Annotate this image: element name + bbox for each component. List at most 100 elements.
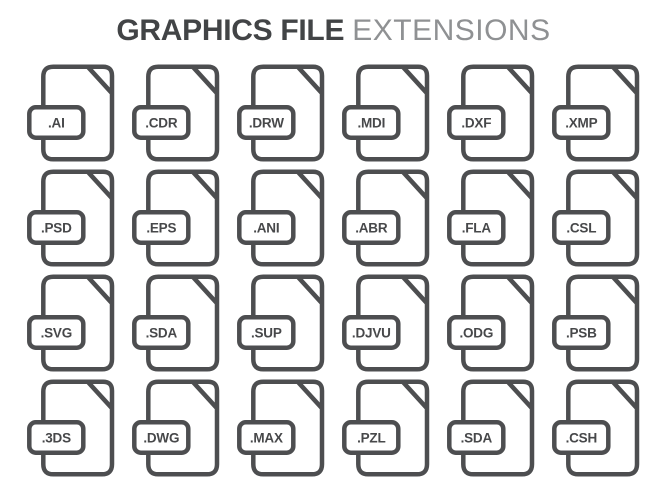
page-title: GRAPHICS FILE EXTENSIONS (0, 14, 667, 48)
extension-label: .SDA (461, 431, 493, 446)
folded-page-outline (356, 169, 430, 267)
folded-page-outline (251, 169, 325, 267)
folded-page-outline (251, 64, 325, 162)
folded-page-outline (566, 169, 640, 267)
file-document-icon: .DRW (237, 64, 325, 162)
extension-tag (237, 210, 296, 245)
extension-tag (237, 105, 296, 140)
folded-page-outline (41, 379, 115, 477)
title-light-segment: EXTENSIONS (352, 14, 551, 47)
file-icon-cell: .DWG (131, 375, 236, 480)
file-icon-cell: .SUP (236, 270, 341, 375)
file-icon-cell: .MAX (236, 375, 341, 480)
file-document-icon: .AI (27, 64, 115, 162)
extension-tag (132, 210, 191, 245)
folded-page-outline (251, 379, 325, 477)
extension-tag (132, 105, 191, 140)
extension-tag (342, 105, 401, 140)
extension-label: .ABR (355, 221, 388, 236)
extension-label: .MAX (250, 431, 283, 446)
extension-tag (552, 210, 611, 245)
file-document-icon: .SDA (132, 274, 220, 372)
file-document-icon: .DXF (447, 64, 535, 162)
file-document-icon: .ABR (342, 169, 430, 267)
file-icon-cell: .DXF (446, 60, 551, 165)
extension-label: .ANI (253, 221, 279, 236)
file-icon-cell: .MDI (341, 60, 446, 165)
extension-tag (342, 420, 401, 455)
extension-tag (552, 105, 611, 140)
extension-label: .PSB (566, 326, 597, 341)
extension-label: .SVG (41, 326, 72, 341)
folded-page-outline (356, 64, 430, 162)
file-document-icon: .SUP (237, 274, 325, 372)
folded-page-outline (461, 274, 535, 372)
extension-label: .MDI (357, 116, 385, 131)
extension-label: .3DS (42, 431, 71, 446)
file-document-icon: .XMP (552, 64, 640, 162)
extension-label: .DRW (249, 116, 284, 131)
file-icon-cell: .EPS (131, 165, 236, 270)
extension-tag (342, 210, 401, 245)
folded-page-outline (566, 274, 640, 372)
file-icon-cell: .SVG (26, 270, 131, 375)
file-icon-cell: .AI (26, 60, 131, 165)
extension-label: .CDR (145, 116, 178, 131)
extension-label: .PSD (41, 221, 72, 236)
folded-page-outline (41, 169, 115, 267)
extension-label: .SDA (146, 326, 178, 341)
file-icon-cell: .PZL (341, 375, 446, 480)
folded-page-outline (566, 64, 640, 162)
extension-label: .AI (48, 116, 65, 131)
extension-tag (342, 315, 401, 350)
file-icon-cell: .DRW (236, 60, 341, 165)
file-document-icon: .ANI (237, 169, 325, 267)
extension-tag (552, 315, 611, 350)
folded-page-outline (251, 274, 325, 372)
folded-page-outline (356, 379, 430, 477)
file-icon-cell: .SDA (446, 375, 551, 480)
file-document-icon: .CSH (552, 379, 640, 477)
folded-page-outline (41, 274, 115, 372)
folded-page-outline (41, 64, 115, 162)
extension-label: .CSL (566, 221, 596, 236)
extension-label: .CSH (566, 431, 597, 446)
extension-label: .DWG (143, 431, 179, 446)
folded-page-outline (146, 169, 220, 267)
folded-page-outline (461, 64, 535, 162)
file-document-icon: .MAX (237, 379, 325, 477)
folded-page-outline (461, 169, 535, 267)
folded-page-outline (146, 64, 220, 162)
extension-tag (132, 420, 191, 455)
folded-page-outline (356, 274, 430, 372)
extension-label: .EPS (146, 221, 176, 236)
extension-tag (132, 315, 191, 350)
extension-label: .DJVU (352, 326, 391, 341)
extension-tag (447, 420, 506, 455)
extension-tag (447, 315, 506, 350)
file-icon-cell: .FLA (446, 165, 551, 270)
file-icon-cell: .CSH (551, 375, 656, 480)
folded-page-outline (566, 379, 640, 477)
extension-tag (27, 210, 86, 245)
title-spacer (344, 14, 352, 47)
file-document-icon: .PSD (27, 169, 115, 267)
file-extension-grid: .AI .CDR .DRW .MDI .DXF (26, 60, 656, 480)
file-icon-cell: .XMP (551, 60, 656, 165)
file-document-icon: .CDR (132, 64, 220, 162)
file-document-icon: .DJVU (342, 274, 430, 372)
folded-page-outline (146, 379, 220, 477)
file-document-icon: .EPS (132, 169, 220, 267)
extension-label: .PZL (357, 431, 385, 446)
title-bold-segment: GRAPHICS FILE (116, 14, 345, 47)
extension-tag (27, 105, 86, 140)
file-document-icon: .3DS (27, 379, 115, 477)
file-icon-cell: .PSB (551, 270, 656, 375)
extension-tag (237, 420, 296, 455)
extension-tag (552, 420, 611, 455)
extension-tag (27, 315, 86, 350)
file-document-icon: .PSB (552, 274, 640, 372)
file-icon-cell: .ABR (341, 165, 446, 270)
file-icon-cell: .DJVU (341, 270, 446, 375)
file-document-icon: .PZL (342, 379, 430, 477)
